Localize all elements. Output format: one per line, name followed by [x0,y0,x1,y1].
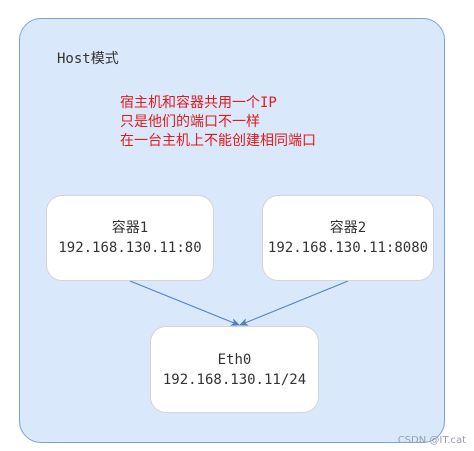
note-line-3: 在一台主机上不能创建相同端口 [120,133,316,149]
note-line-2: 只是他们的端口不一样 [120,114,260,130]
eth0-address: 192.168.130.11/24 [162,371,307,388]
arrow-container1-to-eth0 [129,280,240,326]
container1-node: 容器1 192.168.130.11:80 [46,195,214,281]
container2-node: 容器2 192.168.130.11:8080 [262,195,434,281]
container1-name: 容器1 [111,220,149,236]
note-text: 宿主机和容器共用一个IP 只是他们的端口不一样 在一台主机上不能创建相同端口 [120,94,316,151]
container2-name: 容器2 [329,220,367,236]
arrow-container2-to-eth0 [239,280,349,326]
eth0-node: Eth0 192.168.130.11/24 [150,326,319,413]
note-line-1: 宿主机和容器共用一个IP [120,95,277,111]
container2-address: 192.168.130.11:8080 [267,240,429,256]
container1-address: 192.168.130.11:80 [58,240,202,256]
watermark: CSDN @IT.cat [397,435,466,446]
eth0-name: Eth0 [217,351,252,368]
host-mode-title: Host模式 [57,51,119,67]
